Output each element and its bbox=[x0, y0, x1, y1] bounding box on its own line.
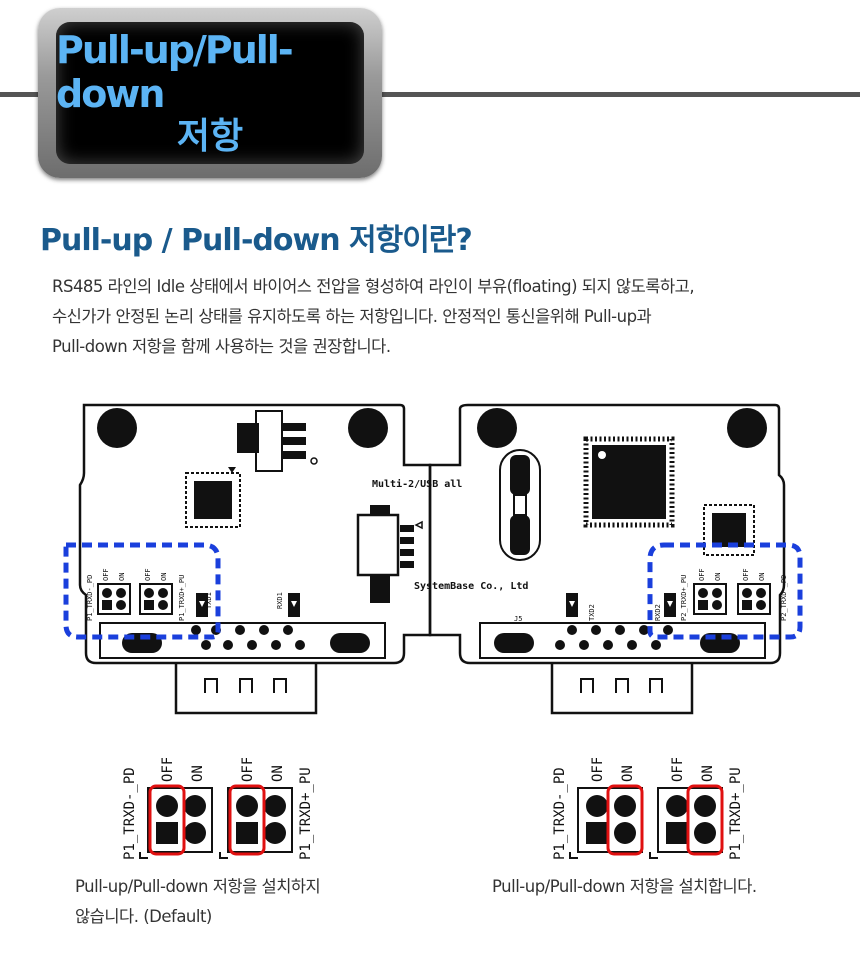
description-line: 수신가가 안정된 논리 상태를 유지하도록 하는 저항입니다. 안정적인 통신을… bbox=[52, 307, 652, 326]
board-right-pd-label: P2_TRXD-_PD bbox=[780, 575, 788, 621]
jumper-detail-on: P1_TRXD-_PD OFF ON OFF ON P1_TRXD+_PU bbox=[552, 758, 744, 860]
rxd1-led bbox=[288, 593, 300, 617]
usb-connector bbox=[356, 505, 423, 603]
jumper-selection-box bbox=[228, 784, 266, 856]
connector-pin bbox=[615, 678, 629, 693]
board-off-label: OFF bbox=[144, 568, 152, 581]
board-off-label: OFF bbox=[698, 568, 706, 581]
banner-title-line1: Pull-up/Pull-down bbox=[56, 28, 294, 116]
right-jumper-pu bbox=[693, 583, 727, 615]
left-db-connector bbox=[174, 663, 318, 715]
board-on-label: ON bbox=[118, 573, 126, 581]
mounting-hole bbox=[348, 408, 388, 448]
left-jumper-pu bbox=[139, 583, 173, 615]
left-connector-strip bbox=[99, 622, 386, 659]
detail-pu-label: P1_TRXD+_PU bbox=[298, 767, 314, 860]
detail-pd-label: P1_TRXD-_PD bbox=[552, 767, 568, 860]
board-on-label: ON bbox=[714, 573, 722, 581]
right-connector-strip bbox=[479, 622, 766, 659]
banner-title-line2: 저항 bbox=[176, 116, 244, 157]
section-heading: Pull-up / Pull-down 저항이란? bbox=[40, 223, 473, 258]
description-line: Pull-down 저항을 함께 사용하는 것을 권장합니다. bbox=[52, 337, 391, 356]
detail-off-label: OFF bbox=[160, 758, 176, 782]
connector-pin bbox=[239, 678, 253, 693]
connector-pin bbox=[649, 678, 663, 693]
detail-on-label: ON bbox=[190, 765, 206, 782]
header-rule-left bbox=[0, 92, 60, 97]
rxd2-led bbox=[664, 593, 676, 617]
regulator-chip bbox=[237, 410, 318, 472]
board-model-label: Multi-2/USB all bbox=[372, 478, 462, 490]
detail-off-label: OFF bbox=[590, 758, 606, 782]
jumper-detail-off: P1_TRXD-_PD OFF ON OFF ON P1_TRXD+_PU bbox=[122, 758, 314, 860]
right-board-outline bbox=[428, 403, 786, 665]
jumper-selection-box bbox=[148, 784, 186, 856]
board-on-label: ON bbox=[160, 573, 168, 581]
main-qfp-chip bbox=[583, 436, 675, 528]
oval-hole bbox=[494, 633, 534, 653]
caption-off-line2: 않습니다. (Default) bbox=[75, 907, 212, 926]
board-txd1-label: TXD1 bbox=[205, 592, 213, 609]
detail-off-label: OFF bbox=[670, 758, 686, 782]
right-db-connector bbox=[550, 663, 694, 715]
title-badge: Pull-up/Pull-down 저항 bbox=[38, 8, 382, 178]
section-description: RS485 라인의 Idle 상태에서 바이어스 전압을 형성하여 라인이 부유… bbox=[52, 272, 842, 362]
jumper-selection-box bbox=[606, 784, 644, 856]
right-qfn-chip bbox=[703, 504, 755, 556]
board-rxd1-label: RXD1 bbox=[276, 592, 284, 609]
connector-pin bbox=[273, 678, 287, 693]
board-maker-label: SystemBase Co., Ltd bbox=[414, 581, 528, 592]
board-left-pd-label: P1_TRXD-_PD bbox=[86, 575, 94, 621]
mounting-hole bbox=[727, 408, 767, 448]
board-off-label: OFF bbox=[742, 568, 750, 581]
right-jumper-pd bbox=[737, 583, 771, 615]
mounting-hole bbox=[477, 408, 517, 448]
right-jumper-highlight bbox=[647, 542, 803, 640]
crystal-oscillator bbox=[499, 449, 541, 561]
left-board-outline bbox=[78, 403, 432, 665]
detail-off-label: OFF bbox=[240, 758, 256, 782]
mounting-hole bbox=[97, 408, 137, 448]
caption-on-line1: Pull-up/Pull-down 저항을 설치합니다. bbox=[492, 877, 757, 896]
detail-on-label: ON bbox=[620, 765, 636, 782]
detail-pu-label: P1_TRXD+_PU bbox=[728, 767, 744, 860]
board-right-pu-label: P2_TRXD+_PU bbox=[680, 575, 688, 621]
left-jumper-pd bbox=[97, 583, 131, 615]
header-rule-right bbox=[370, 92, 860, 97]
board-off-label: OFF bbox=[102, 568, 110, 581]
board-j5-label: J5 bbox=[514, 615, 522, 623]
txd1-led bbox=[196, 593, 208, 617]
caption-off-line1: Pull-up/Pull-down 저항을 설치하지 bbox=[75, 877, 321, 896]
left-qfn-chip bbox=[185, 467, 241, 528]
jumper-selection-box bbox=[686, 784, 724, 856]
connector-pin bbox=[580, 678, 594, 693]
txd2-led bbox=[566, 593, 578, 617]
detail-on-label: ON bbox=[700, 765, 716, 782]
title-badge-inner: Pull-up/Pull-down 저항 bbox=[56, 22, 364, 164]
board-on-label: ON bbox=[758, 573, 766, 581]
left-jumper-highlight bbox=[63, 542, 221, 640]
board-left-pu-label: P1_TRXD+_PU bbox=[178, 575, 186, 621]
oval-hole bbox=[330, 633, 370, 653]
board-diagram: Multi-2/USB all SystemBase Co., Ltd RXD1… bbox=[63, 403, 803, 715]
board-rxd2-label: RXD2 bbox=[654, 604, 662, 621]
detail-on-label: ON bbox=[270, 765, 286, 782]
board-txd2-label: TXD2 bbox=[588, 604, 596, 621]
description-line: RS485 라인의 Idle 상태에서 바이어스 전압을 형성하여 라인이 부유… bbox=[52, 277, 695, 296]
connector-pin bbox=[204, 678, 218, 693]
detail-pd-label: P1_TRXD-_PD bbox=[122, 767, 138, 860]
